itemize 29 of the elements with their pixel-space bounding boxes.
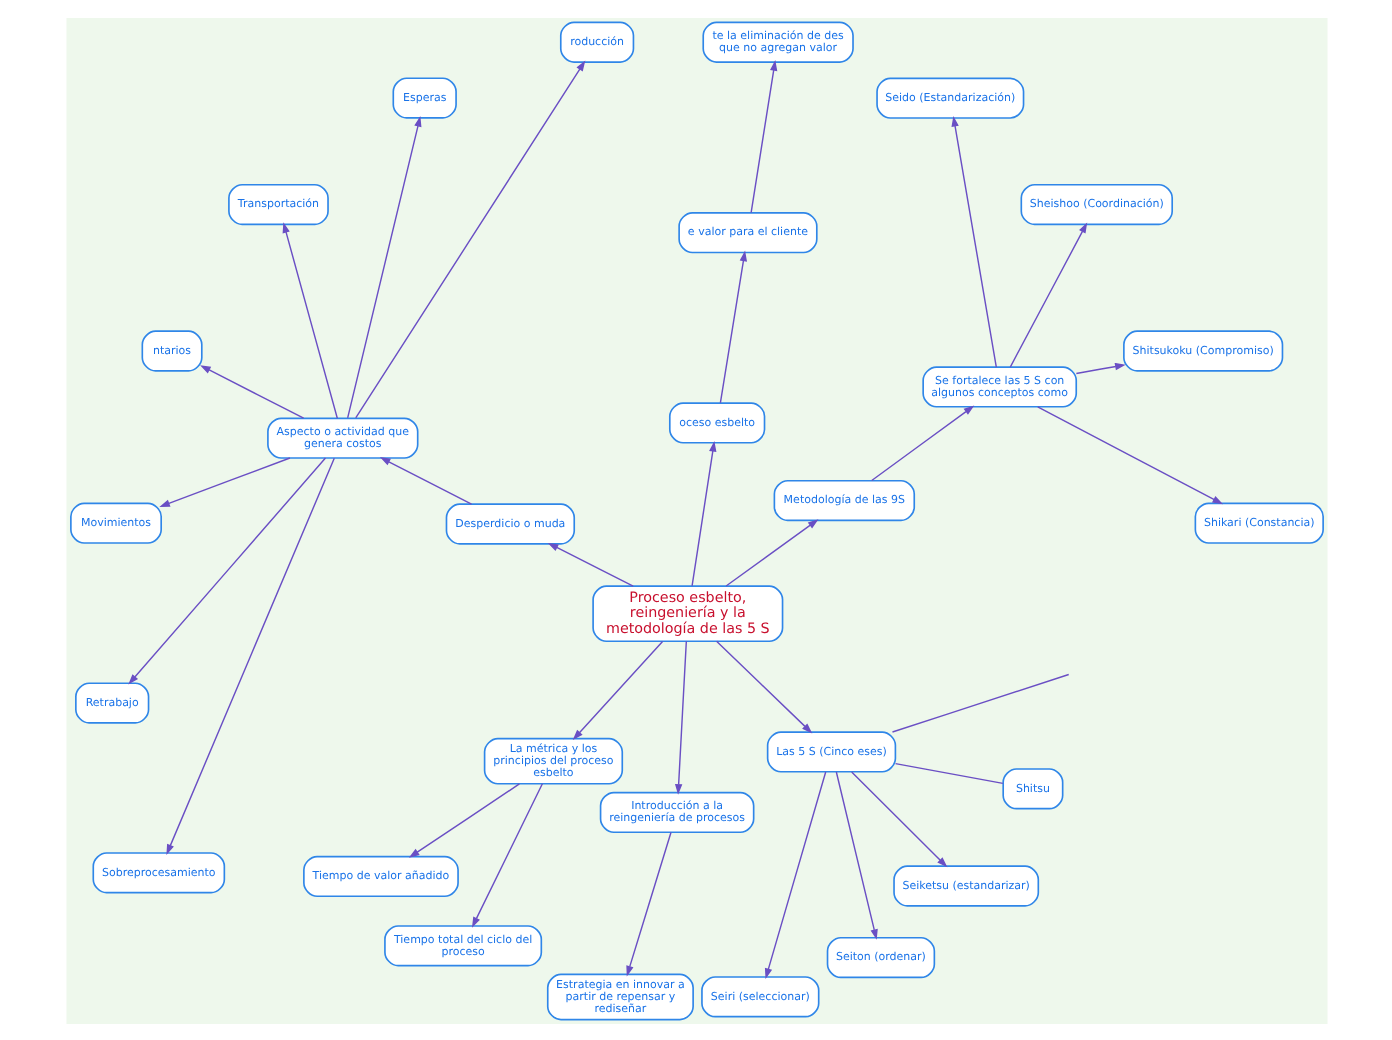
arrow <box>470 782 543 927</box>
arrow <box>834 770 877 939</box>
arrow <box>378 456 472 504</box>
arrow <box>158 456 290 506</box>
arrow <box>625 830 671 976</box>
arrow <box>870 404 974 481</box>
arrow <box>407 782 520 857</box>
arrow <box>354 59 585 418</box>
arrow <box>849 770 947 867</box>
arrow <box>127 456 326 684</box>
arrow <box>714 639 812 733</box>
arrow <box>199 364 304 418</box>
arrow <box>281 221 338 418</box>
arrow <box>571 639 663 739</box>
arrow <box>546 541 633 586</box>
arrow <box>1074 361 1125 374</box>
connector <box>890 672 1069 732</box>
arrow <box>724 518 818 586</box>
arrow <box>165 456 334 854</box>
arrow <box>950 115 997 367</box>
connector <box>893 761 1003 784</box>
arrow <box>690 439 716 586</box>
arrow <box>718 249 747 403</box>
arrow <box>1008 221 1087 367</box>
arrow <box>1036 405 1223 504</box>
arrow <box>749 59 777 213</box>
arrow <box>763 770 826 978</box>
arrow <box>345 115 421 418</box>
arrow <box>673 639 687 794</box>
